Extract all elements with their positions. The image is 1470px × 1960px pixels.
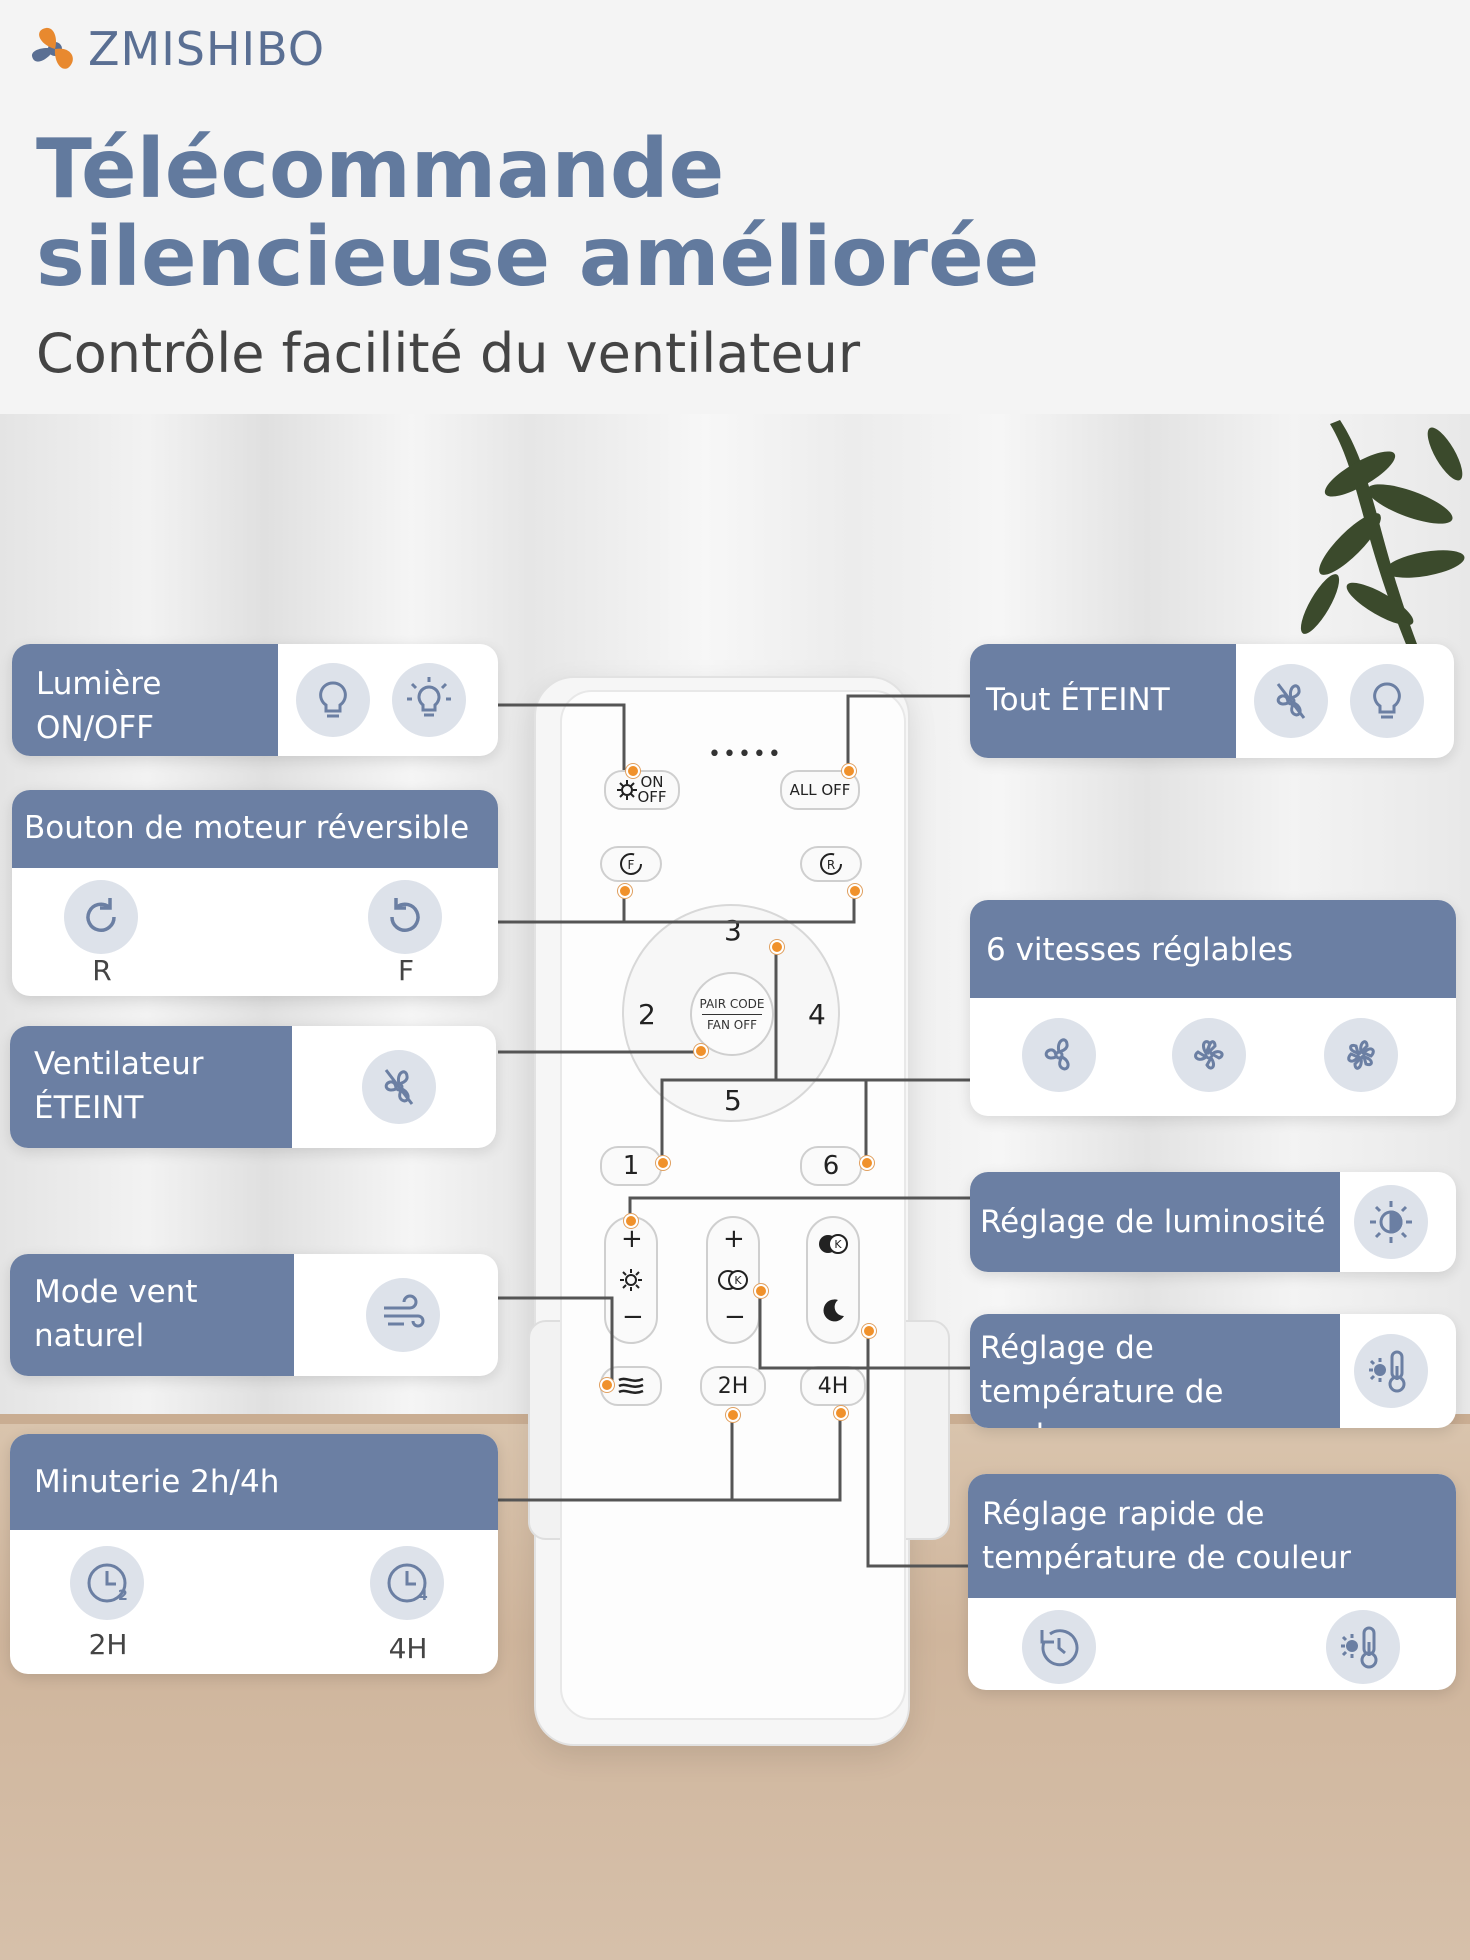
forward-button[interactable]: F (600, 846, 662, 882)
wind-mode-icon (366, 1278, 440, 1352)
marker-dot (834, 1406, 848, 1420)
page-title: Télécommande silencieuse améliorée (36, 122, 1040, 305)
marker-dot (860, 1156, 874, 1170)
reverse-label: Bouton de moteur réversible (12, 790, 498, 868)
marker-dot (656, 1156, 670, 1170)
fan-logo-icon (31, 27, 73, 69)
fan-3-blade-icon (1022, 1018, 1096, 1092)
timer-card: Minuterie 2h/4h 2 2H 4 4H (10, 1434, 498, 1674)
on-label: ON (640, 773, 664, 791)
marker-dot (618, 884, 632, 898)
r-label: R (827, 858, 835, 872)
night-moon-icon (823, 1299, 844, 1322)
color-temp-plus: + (723, 1224, 745, 1254)
speeds-card: 6 vitesses réglables (970, 900, 1456, 1116)
light-icon (617, 780, 638, 800)
marker-dot (600, 1378, 614, 1392)
brand-logo: ZMISHIBO (28, 22, 325, 76)
fan-off-card: Ventilateur ÉTEINT (10, 1026, 496, 1148)
speed-5-button[interactable]: 5 (724, 1084, 742, 1117)
remote-control (560, 690, 906, 1720)
marker-dot (726, 1408, 740, 1422)
light-label: Lumière ON/OFF (12, 644, 278, 756)
reverse-r-icon: R (820, 853, 842, 875)
speeds-label: 6 vitesses réglables (970, 900, 1456, 998)
f-label: F (628, 858, 635, 872)
brightness-plus: + (621, 1224, 643, 1254)
brand-name: ZMISHIBO (88, 22, 326, 76)
thermometer-sun-icon (1354, 1334, 1428, 1408)
speed-6-button[interactable]: 6 (800, 1146, 862, 1186)
brightness-card: Réglage de luminosité (970, 1172, 1456, 1272)
off-label: OFF (637, 788, 667, 806)
color-temp-label: Réglage de température de couleur (970, 1314, 1340, 1428)
color-temp-minus: − (724, 1302, 746, 1332)
fan-off-caption: Ventilateur ÉTEINT (10, 1026, 292, 1148)
svg-text:2: 2 (118, 1588, 128, 1604)
brightness-label: Réglage de luminosité (970, 1172, 1340, 1272)
bulb-on-icon (392, 663, 466, 737)
quick-timer-icon (1022, 1610, 1096, 1684)
timer-4h-caption: 4H (388, 1632, 428, 1665)
rotate-counterclockwise-icon (368, 880, 442, 954)
fan-off-label: FAN OFF (706, 1017, 758, 1032)
marker-dot (770, 940, 784, 954)
svg-text:K: K (834, 1238, 842, 1251)
pair-code-fan-off-button[interactable]: PAIR CODE FAN OFF (690, 972, 774, 1056)
speed-4-button[interactable]: 4 (808, 998, 826, 1031)
bulb-off-icon (296, 663, 370, 737)
fan-off-icon (1254, 664, 1328, 738)
reverse-r-caption: R (92, 954, 112, 987)
svg-text:K: K (734, 1274, 742, 1287)
marker-dot (862, 1324, 876, 1338)
reverse-button[interactable]: R (800, 846, 862, 882)
fan-5-blade-icon (1172, 1018, 1246, 1092)
all-off-card: Tout ÉTEINT (970, 644, 1454, 758)
timer-4h-icon: 4 (370, 1546, 444, 1620)
color-temp-card: Réglage de température de couleur (970, 1314, 1456, 1428)
quick-temp-card: Réglage rapide de température de couleur (968, 1474, 1456, 1690)
page-subtitle: Contrôle facilité du ventilateur (36, 322, 861, 385)
rotate-clockwise-icon (64, 880, 138, 954)
quick-temp-k-icon: K (819, 1234, 848, 1254)
timer-2h-caption: 2H (88, 1628, 128, 1661)
fan-off-icon (362, 1050, 436, 1124)
plant-image (1300, 420, 1465, 654)
timer-2h-icon: 2 (70, 1546, 144, 1620)
timer-label: Minuterie 2h/4h (10, 1434, 498, 1530)
header: ZMISHIBO Télécommande silencieuse amélio… (0, 0, 1470, 414)
wind-icon (618, 1377, 644, 1394)
all-off-label: Tout ÉTEINT (970, 644, 1236, 758)
light-card: Lumière ON/OFF (12, 644, 498, 756)
timer-2h-button[interactable]: 2H (700, 1366, 766, 1406)
speed-2-button[interactable]: 2 (638, 998, 656, 1031)
thermometer-sun-icon (1326, 1610, 1400, 1684)
marker-dot (624, 1214, 638, 1228)
brightness-icon (1354, 1185, 1428, 1259)
marker-dot (754, 1284, 768, 1298)
led-indicator: ••••• (708, 742, 783, 767)
marker-dot (694, 1044, 708, 1058)
brightness-sun-icon (620, 1269, 642, 1291)
bulb-icon (1350, 664, 1424, 738)
marker-dot (842, 764, 856, 778)
marker-dot (848, 884, 862, 898)
speed-1-button[interactable]: 1 (600, 1146, 662, 1186)
color-temp-k-icon: K (718, 1270, 748, 1290)
reverse-card: Bouton de moteur réversible R F (12, 790, 498, 996)
quick-temp-label: Réglage rapide de température de couleur (968, 1474, 1456, 1598)
marker-dot (626, 764, 640, 778)
natural-wind-card: Mode vent naturel (10, 1254, 498, 1376)
reverse-f-icon: F (620, 853, 642, 875)
fan-6-blade-icon (1324, 1018, 1398, 1092)
svg-text:4: 4 (418, 1588, 428, 1604)
pair-code-label: PAIR CODE (699, 996, 765, 1011)
brightness-minus: − (622, 1302, 644, 1332)
natural-wind-label: Mode vent naturel (10, 1254, 294, 1376)
reverse-f-caption: F (397, 954, 415, 987)
speed-3-button[interactable]: 3 (724, 914, 742, 947)
timer-4h-button[interactable]: 4H (800, 1366, 866, 1406)
